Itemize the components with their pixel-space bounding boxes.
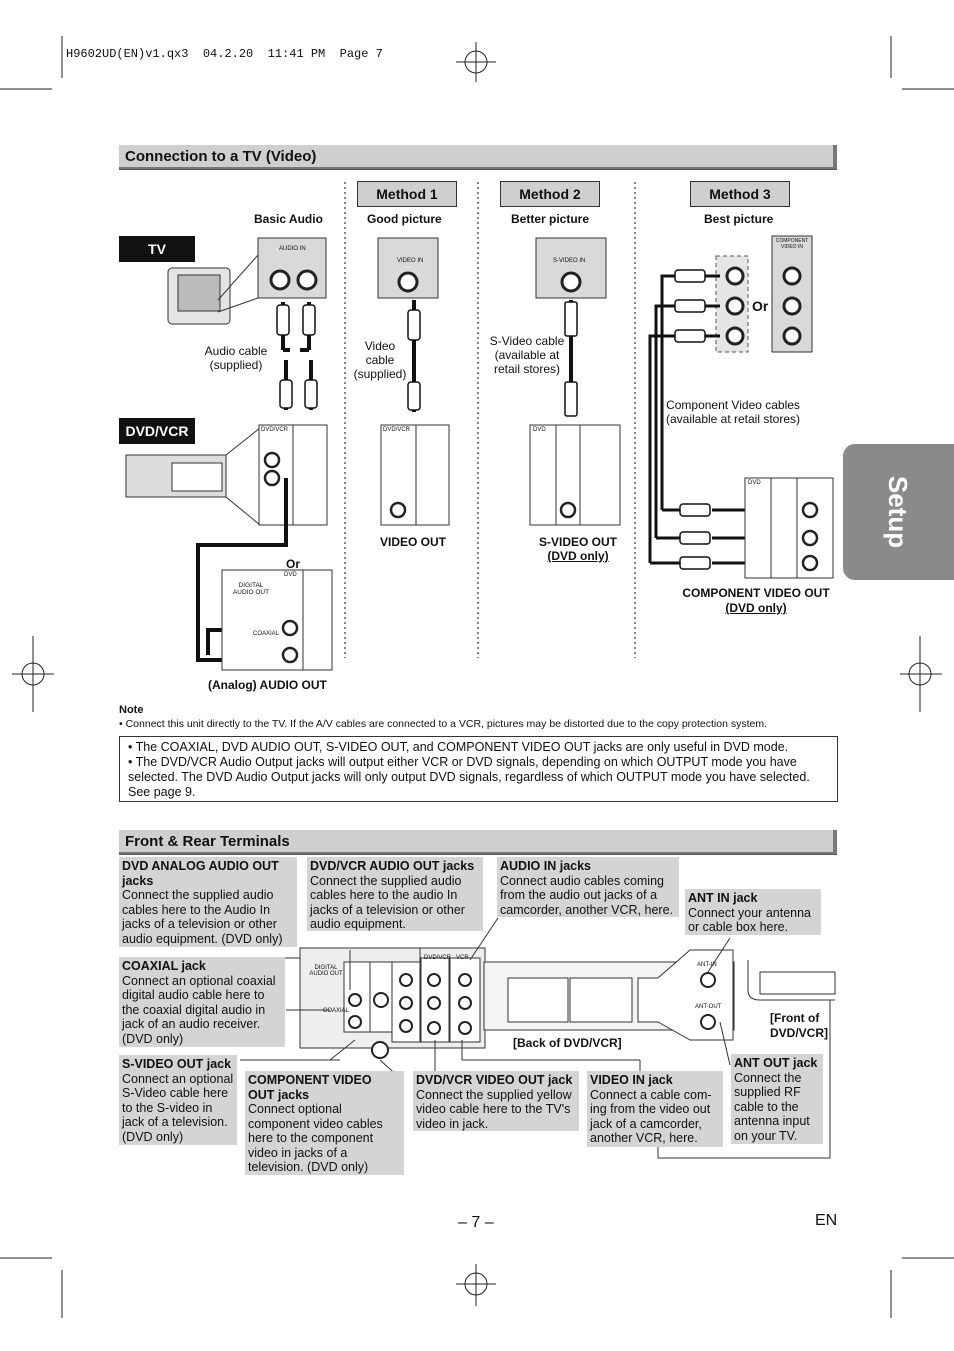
dvdvcr-audio-title: DVD/VCR AUDIO OUT jacks xyxy=(310,859,475,873)
audio-cable-label: Audio cable (supplied) xyxy=(204,344,268,372)
section-title-terminals: Front & Rear Terminals xyxy=(119,830,837,854)
rear-panel-diagram xyxy=(237,917,836,1159)
video-in-callout: VIDEO IN jack Connect a cable com-ing fr… xyxy=(587,1071,723,1147)
setup-side-tab: Setup xyxy=(843,444,954,580)
section-rule-2 xyxy=(119,854,837,855)
best-picture-label: Best picture xyxy=(704,212,774,226)
rear-digital-audio-label: DIGITAL AUDIO OUT xyxy=(309,965,343,977)
analog-panel-dvd-label: DVD xyxy=(284,572,297,578)
tv-audio-in-label: AUDIO IN xyxy=(279,246,306,252)
dvdvcr-audio-out-callout: DVD/VCR AUDIO OUT jacks Connect the supp… xyxy=(307,857,483,931)
dvd-mode-notes-box: • The COAXIAL, DVD AUDIO OUT, S-VIDEO OU… xyxy=(119,736,838,802)
tv-component-in-label: COMPONENT VIDEO IN xyxy=(775,238,809,250)
analog-audio-out-label: (Analog) AUDIO OUT xyxy=(208,678,327,692)
note-title: Note xyxy=(119,704,144,716)
dvd-analog-title: DVD ANALOG AUDIO OUT jacks xyxy=(122,859,279,888)
audio-in-text: Connect audio cables coming from the aud… xyxy=(500,873,673,917)
connection-diagram xyxy=(125,182,834,671)
coaxial-small-label: COAXIAL xyxy=(253,631,280,637)
dvd-analog-audio-out-callout: DVD ANALOG AUDIO OUT jacks Connect the s… xyxy=(119,857,297,947)
audio-in-callout: AUDIO IN jacks Connect audio cables comi… xyxy=(497,857,679,917)
m2-panel-dvd-label: DVD xyxy=(533,427,546,433)
rear-dvdvcr-label: DVD/VCR xyxy=(424,955,452,961)
dvdvcr-label: DVD/VCR xyxy=(119,418,195,444)
video-in-text: Connect a cable com-ing from the video o… xyxy=(590,1087,712,1146)
good-picture-label: Good picture xyxy=(367,212,442,226)
digital-audio-out-small-label: DIGITAL AUDIO OUT xyxy=(232,582,270,596)
rear-vcr-label: VCR xyxy=(456,955,469,961)
dvdvcr-video-out-callout: DVD/VCR VIDEO OUT jack Connect the suppl… xyxy=(413,1071,579,1131)
better-picture-label: Better picture xyxy=(511,212,590,226)
video-cable-label: Video cable (supplied) xyxy=(353,339,407,381)
component-text: Connect optional component video cables … xyxy=(248,1102,383,1174)
tv-svideo-in-label: S-VIDEO IN xyxy=(553,258,586,264)
method-1-label: Method 1 xyxy=(357,181,457,207)
component-out-label: COMPONENT VIDEO OUT xyxy=(682,586,830,600)
m1-panel-dvdvcr-label: DVD/VCR xyxy=(383,427,411,433)
svideo-out-title: S-VIDEO OUT jack xyxy=(122,1057,232,1071)
m3-panel-dvd-label: DVD xyxy=(748,480,761,486)
method-3-label: Method 3 xyxy=(690,181,790,207)
method-2-label: Method 2 xyxy=(500,181,600,207)
ant-in-text: Connect your antenna or cable box here. xyxy=(688,905,812,935)
video-in-title: VIDEO IN jack xyxy=(590,1073,673,1087)
front-of-dvdvcr-label: [Front of DVD/VCR] xyxy=(770,1011,829,1040)
svideo-cable-label: S-Video cable (available at retail store… xyxy=(489,334,565,376)
svideo-out-label: S-VIDEO OUT xyxy=(538,535,617,549)
dvdvcr-audio-text: Connect the supplied audio cables here t… xyxy=(310,873,465,932)
tv-illustration xyxy=(167,254,259,325)
audio-in-title: AUDIO IN jacks xyxy=(500,859,592,873)
ant-out-small-label: ANT-OUT xyxy=(695,1004,722,1010)
section-title-connection: Connection to a TV (Video) xyxy=(119,145,837,169)
basic-audio-label: Basic Audio xyxy=(254,212,323,226)
svideo-out-text: Connect an optional S-Video cable here t… xyxy=(122,1071,234,1144)
component-title: COMPONENT VIDEO OUT jacks xyxy=(248,1073,372,1102)
component-cables-label: Component Video cables (available at ret… xyxy=(665,398,801,426)
component-out-sub-label: (DVD only) xyxy=(725,601,787,615)
dvd-analog-text: Connect the supplied audio cables here t… xyxy=(122,888,283,946)
ant-out-text: Connect the supplied RF cable to the ant… xyxy=(734,1070,810,1143)
rear-coaxial-label: COAXIAL xyxy=(323,1008,350,1014)
ant-out-title: ANT OUT jack xyxy=(734,1056,818,1070)
component-video-out-callout: COMPONENT VIDEO OUT jacks Connect option… xyxy=(245,1071,404,1175)
page-number: – 7 – xyxy=(458,1214,494,1231)
dvdvcr-video-text: Connect the supplied yellow video cable … xyxy=(416,1087,572,1131)
panel-dvdvcr-label: DVD/VCR xyxy=(261,427,289,433)
video-out-label: VIDEO OUT xyxy=(380,535,447,549)
coaxial-title: COAXIAL jack xyxy=(122,959,206,973)
coaxial-callout: COAXIAL jack Connect an optional coaxial… xyxy=(119,957,285,1047)
tv-label: TV xyxy=(119,236,195,262)
or-label-basic: Or xyxy=(286,557,301,571)
ant-in-callout: ANT IN jack Connect your antenna or cabl… xyxy=(685,889,821,935)
note-text: • Connect this unit directly to the TV. … xyxy=(119,718,768,730)
or-label-method3: Or xyxy=(752,298,769,314)
language-tag: EN xyxy=(815,1212,838,1229)
print-slug: H9602UD(EN)v1.qx3 04.2.20 11:41 PM Page … xyxy=(66,47,383,61)
ant-out-callout: ANT OUT jack Connect the supplied RF cab… xyxy=(731,1054,823,1144)
dvdvcr-video-title: DVD/VCR VIDEO OUT jack xyxy=(416,1073,573,1087)
back-of-dvdvcr-label: [Back of DVD/VCR] xyxy=(513,1036,622,1050)
svideo-out-sub-label: (DVD only) xyxy=(547,549,609,563)
ant-in-title: ANT IN jack xyxy=(688,891,758,905)
ant-in-small-label: ANT-IN xyxy=(697,962,717,968)
note-line-2: • The DVD/VCR Audio Output jacks will ou… xyxy=(128,755,810,799)
coaxial-text: Connect an optional coaxial digital audi… xyxy=(122,973,276,1046)
note-line-1: • The COAXIAL, DVD AUDIO OUT, S-VIDEO OU… xyxy=(128,740,789,754)
tv-video-in-label: VIDEO IN xyxy=(397,258,424,264)
svideo-out-callout: S-VIDEO OUT jack Connect an optional S-V… xyxy=(119,1055,237,1145)
section-rule xyxy=(119,169,837,170)
